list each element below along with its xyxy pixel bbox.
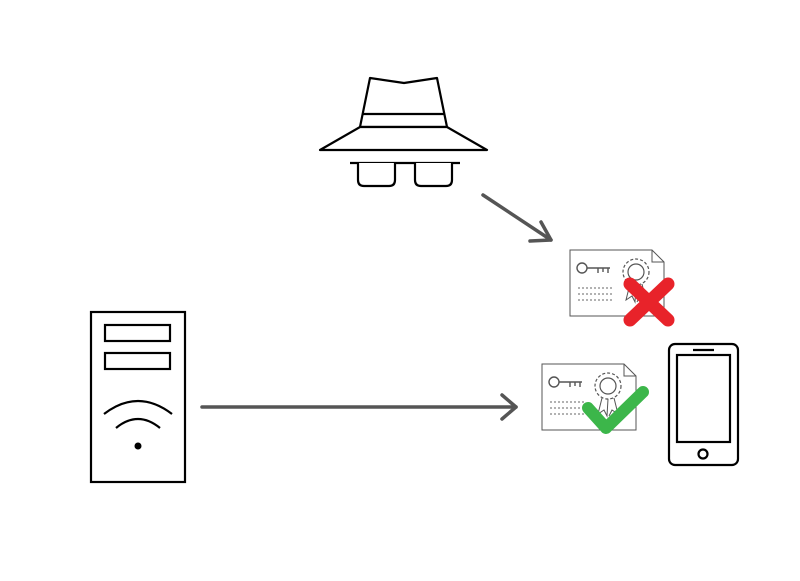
arrow-server-to-certificate [200,393,518,421]
green-check-icon [582,386,649,434]
wifi-server-icon [89,310,187,484]
red-x-icon [623,277,675,327]
smartphone-icon [667,342,740,467]
spy-hat-icon [318,76,489,188]
arrow-attacker-to-certificate [481,193,553,243]
